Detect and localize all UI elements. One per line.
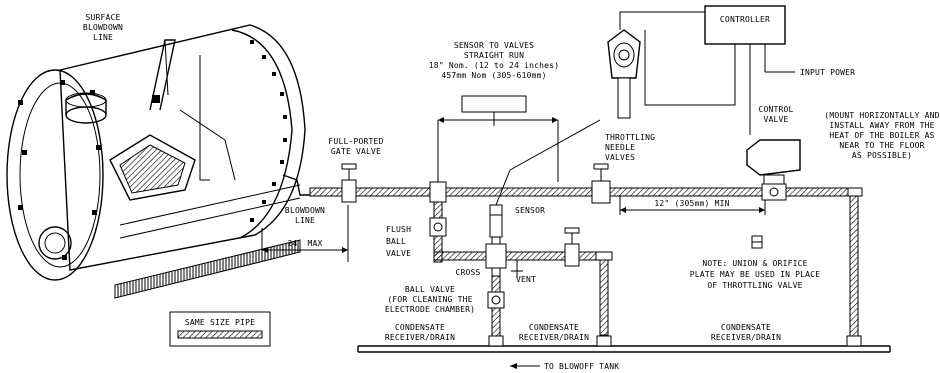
svg-text:OF THROTTLING VALVE: OF THROTTLING VALVE: [707, 281, 802, 290]
pipe-legend: SAME SIZE PIPE: [169, 311, 271, 347]
flush-ball-valve-icon: [429, 217, 447, 237]
svg-text:18" Nom. (12 to 24 inches): 18" Nom. (12 to 24 inches): [429, 61, 559, 70]
svg-text:SURFACE: SURFACE: [85, 13, 120, 22]
svg-text:NEEDLE: NEEDLE: [605, 143, 635, 152]
svg-text:ELECTRODE CHAMBER): ELECTRODE CHAMBER): [385, 305, 475, 314]
lower-needle-valve-icon: [564, 227, 580, 267]
union-note: NOTE: UNION & ORIFICE PLATE MAY BE USED …: [690, 259, 820, 290]
to-blowoff-tank: TO BLOWOFF TANK: [510, 362, 619, 371]
ball-valve-label: BALL VALVE (FOR CLEANING THE ELECTRODE C…: [385, 285, 475, 314]
controller-box: CONTROLLER INPUT POWER: [644, 5, 855, 135]
drain-pipe-2: [595, 251, 613, 336]
svg-text:RECEIVER/DRAIN: RECEIVER/DRAIN: [519, 333, 589, 342]
svg-text:VALVE: VALVE: [386, 249, 411, 258]
blowdown-line-label: BLOWDOWN LINE: [285, 206, 325, 225]
transmitter-icon: [607, 11, 706, 119]
svg-text:INSTALL AWAY FROM THE: INSTALL AWAY FROM THE: [829, 121, 934, 130]
sensor-probe: SENSOR: [489, 119, 601, 238]
front-flange-bolts: [18, 80, 101, 260]
svg-text:TO BLOWOFF TANK: TO BLOWOFF TANK: [544, 362, 619, 371]
condensate-receiver-1: CONDENSATE RECEIVER/DRAIN: [385, 323, 455, 342]
condensate-receiver-3: CONDENSATE RECEIVER/DRAIN: [711, 323, 781, 342]
svg-text:CONDENSATE: CONDENSATE: [395, 323, 445, 332]
blowoff-header: [357, 335, 891, 353]
min-12-dimension: 12" (305mm) MIN: [619, 196, 766, 215]
svg-text:CONTROLLER: CONTROLLER: [720, 15, 770, 24]
svg-text:AS POSSIBLE): AS POSSIBLE): [852, 151, 912, 160]
control-valve-label: CONTROL VALVE: [758, 105, 793, 124]
max-24-dimension: 24' MAX: [261, 205, 349, 262]
svg-text:24' MAX: 24' MAX: [287, 239, 322, 248]
svg-text:LINE: LINE: [295, 216, 315, 225]
tee-fitting: [429, 181, 447, 253]
svg-text:VALVE: VALVE: [763, 115, 788, 124]
lower-pipe: [433, 251, 613, 261]
drain-pipe-1: [433, 251, 443, 263]
svg-text:BLOWDOWN: BLOWDOWN: [83, 23, 123, 32]
svg-text:PLATE MAY BE USED IN PLACE: PLATE MAY BE USED IN PLACE: [690, 270, 820, 279]
svg-text:BALL VALVE: BALL VALVE: [405, 285, 455, 294]
svg-text:GATE VALVE: GATE VALVE: [331, 147, 381, 156]
svg-text:BLOWDOWN: BLOWDOWN: [285, 206, 325, 215]
svg-text:CONDENSATE: CONDENSATE: [529, 323, 579, 332]
boiler: [6, 24, 310, 299]
sensor-to-valves-dimension: SENSOR TO VALVES STRAIGHT RUN 18" Nom. (…: [429, 41, 559, 182]
svg-text:FLUSH: FLUSH: [386, 225, 411, 234]
svg-text:STRAIGHT RUN: STRAIGHT RUN: [464, 51, 524, 60]
svg-text:VENT: VENT: [516, 275, 536, 284]
mount-note: (MOUNT HORIZONTALLY AND INSTALL AWAY FRO…: [824, 111, 939, 160]
svg-text:CROSS: CROSS: [455, 268, 480, 277]
control-valve-icon: [746, 139, 801, 201]
cross-fitting: CROSS: [455, 235, 507, 277]
ball-valve-icon: [487, 275, 505, 337]
surface-blowdown-label: SURFACE BLOWDOWN LINE: [83, 13, 123, 42]
throttling-needle-valves-icon: [591, 163, 611, 204]
throttling-needle-valves-label: THROTTLING NEEDLE VALVES: [605, 133, 655, 162]
svg-text:HEAT OF THE BOILER AS: HEAT OF THE BOILER AS: [829, 131, 934, 140]
svg-text:SENSOR: SENSOR: [515, 206, 545, 215]
gate-valve-icon: FULL-PORTED GATE VALVE: [328, 137, 383, 203]
union-icon: [751, 235, 763, 249]
svg-text:12" (305mm) MIN: 12" (305mm) MIN: [654, 199, 729, 208]
svg-text:NOTE: UNION & ORIFICE: NOTE: UNION & ORIFICE: [702, 259, 807, 268]
vent-pipe: VENT: [511, 260, 536, 284]
svg-text:SAME SIZE PIPE: SAME SIZE PIPE: [185, 318, 255, 327]
svg-text:FULL-PORTED: FULL-PORTED: [328, 137, 383, 146]
svg-text:CONTROL: CONTROL: [758, 105, 793, 114]
condensate-receiver-2: CONDENSATE RECEIVER/DRAIN: [519, 323, 589, 342]
svg-text:LINE: LINE: [93, 33, 113, 42]
svg-text:RECEIVER/DRAIN: RECEIVER/DRAIN: [711, 333, 781, 342]
svg-text:RECEIVER/DRAIN: RECEIVER/DRAIN: [385, 333, 455, 342]
svg-text:CONDENSATE: CONDENSATE: [721, 323, 771, 332]
flush-ball-valve-label: FLUSH BALL VALVE: [386, 225, 411, 258]
drain-pipe-3: [847, 187, 863, 337]
svg-text:NEAR TO THE FLOOR: NEAR TO THE FLOOR: [839, 141, 924, 150]
svg-text:VALVES: VALVES: [605, 153, 635, 162]
svg-text:(FOR CLEANING THE: (FOR CLEANING THE: [387, 295, 472, 304]
svg-text:INPUT POWER: INPUT POWER: [800, 68, 855, 77]
svg-text:(MOUNT HORIZONTALLY AND: (MOUNT HORIZONTALLY AND: [824, 111, 939, 120]
svg-text:457mm Nom (305-610mm): 457mm Nom (305-610mm): [441, 71, 546, 80]
svg-text:THROTTLING: THROTTLING: [605, 133, 655, 142]
svg-text:SENSOR TO VALVES: SENSOR TO VALVES: [454, 41, 534, 50]
rear-flange-bolts: [250, 40, 287, 222]
svg-text:BALL: BALL: [386, 237, 406, 246]
